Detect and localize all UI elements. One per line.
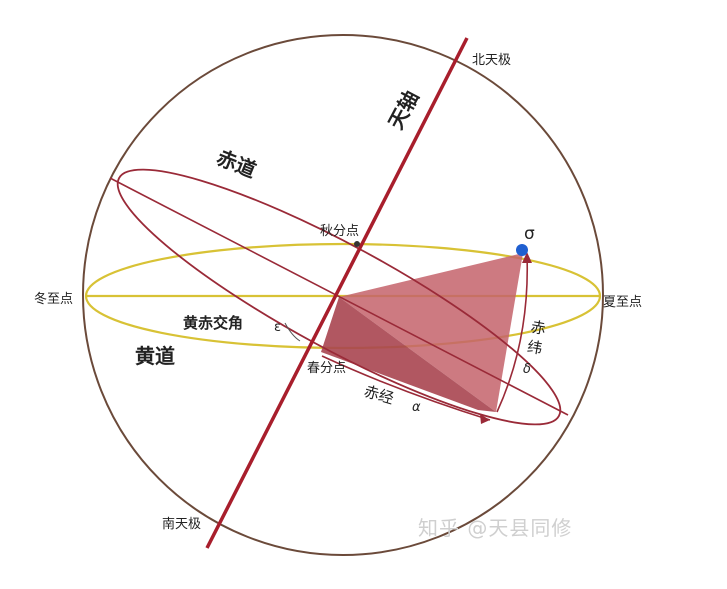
obliquity-symbol: ε [274,320,282,335]
south-pole-label: 南天极 [162,517,202,532]
star-label: σ [524,224,535,244]
autumnal-equinox-label: 秋分点 [320,224,360,239]
autumnal-equinox-dot [354,241,360,247]
obliquity-label: 黄赤交角 [183,314,244,332]
winter-solstice-label: 冬至点 [34,292,74,307]
vernal-equinox-label: 春分点 [307,361,347,376]
watermark: 知乎 @天县同修 [418,516,573,540]
right-ascension-symbol: α [412,400,421,415]
equator-ellipse [116,168,562,426]
north-pole-label: 北天极 [472,53,512,68]
wedge-light [339,253,523,412]
declination-symbol: δ [523,362,531,377]
ra-arrow [480,414,490,424]
dec-arrow [522,252,532,263]
summer-solstice-label: 夏至点 [603,295,643,310]
star-dot [516,244,528,256]
celestial-axis [205,37,469,549]
ecliptic-label: 黄道 [135,344,175,368]
celestial-sphere [82,34,604,556]
wedge-dark [321,297,496,412]
obliquity-arc [284,322,301,342]
equator-diameter [109,177,569,416]
dec-arc [496,254,529,413]
ra-arc [321,355,491,421]
